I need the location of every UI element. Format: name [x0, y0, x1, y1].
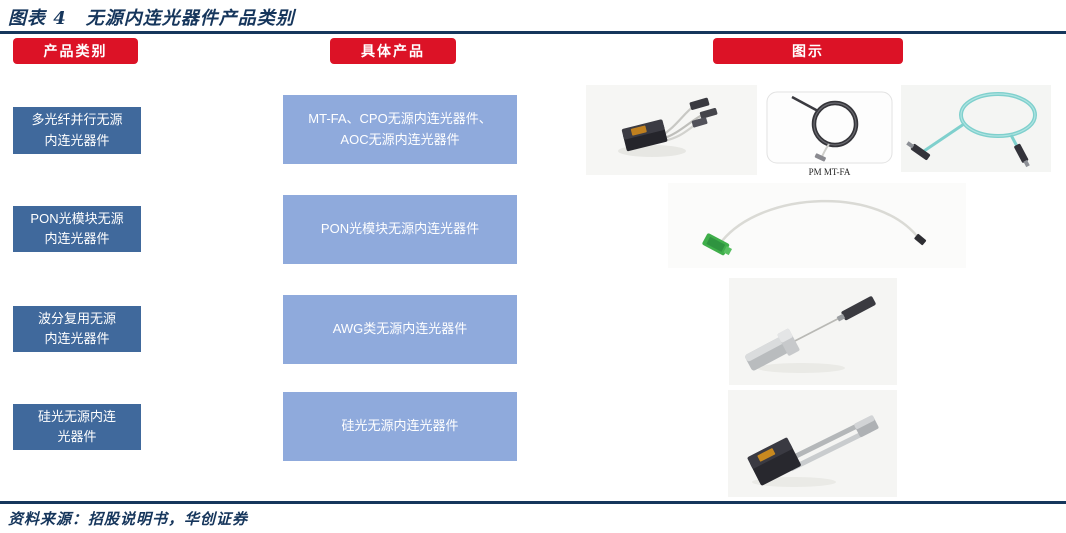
product-box-pon: PON光模块无源内连光器件 [283, 195, 517, 264]
photo-pon-pigtail [668, 183, 966, 268]
mtfa-assembly-image [586, 85, 757, 175]
category-box-silicon: 硅光无源内连 光器件 [13, 404, 141, 450]
category-box-multifiber: 多光纤并行无源 内连光器件 [13, 107, 141, 154]
figure-title: 图表 4 无源内连光器件产品类别 [8, 8, 295, 29]
header-badge-illustration: 图示 [713, 38, 903, 64]
pm-mtfa-image [762, 90, 897, 166]
category-box-wdm: 波分复用无源 内连光器件 [13, 306, 141, 352]
product-box-awg: AWG类无源内连光器件 [283, 295, 517, 364]
silicon-photonics-image [728, 390, 897, 497]
pon-pigtail-image [668, 183, 966, 268]
category-box-pon: PON光模块无源 内连光器件 [13, 206, 141, 252]
photo-pm-mtfa: PM MT-FA [762, 90, 897, 178]
photo-teal-patchcord [901, 85, 1051, 172]
top-rule [0, 31, 1066, 34]
header-badge-product: 具体产品 [330, 38, 456, 64]
product-box-mtfa-cpo-aoc: MT-FA、CPO无源内连光器件、 AOC无源内连光器件 [283, 95, 517, 164]
product-box-silicon: 硅光无源内连光器件 [283, 392, 517, 461]
awg-assembly-image [729, 278, 897, 385]
pm-mtfa-caption: PM MT-FA [808, 167, 851, 177]
photo-awg-assembly [729, 278, 897, 385]
source-note: 资料来源：招股说明书，华创证券 [8, 510, 249, 528]
header-badge-category: 产品类别 [13, 38, 138, 64]
photo-mtfa-cpo-assembly [586, 85, 757, 175]
bottom-rule [0, 501, 1066, 504]
photo-silicon-photonics [728, 390, 897, 497]
teal-patchcord-image [901, 85, 1051, 172]
